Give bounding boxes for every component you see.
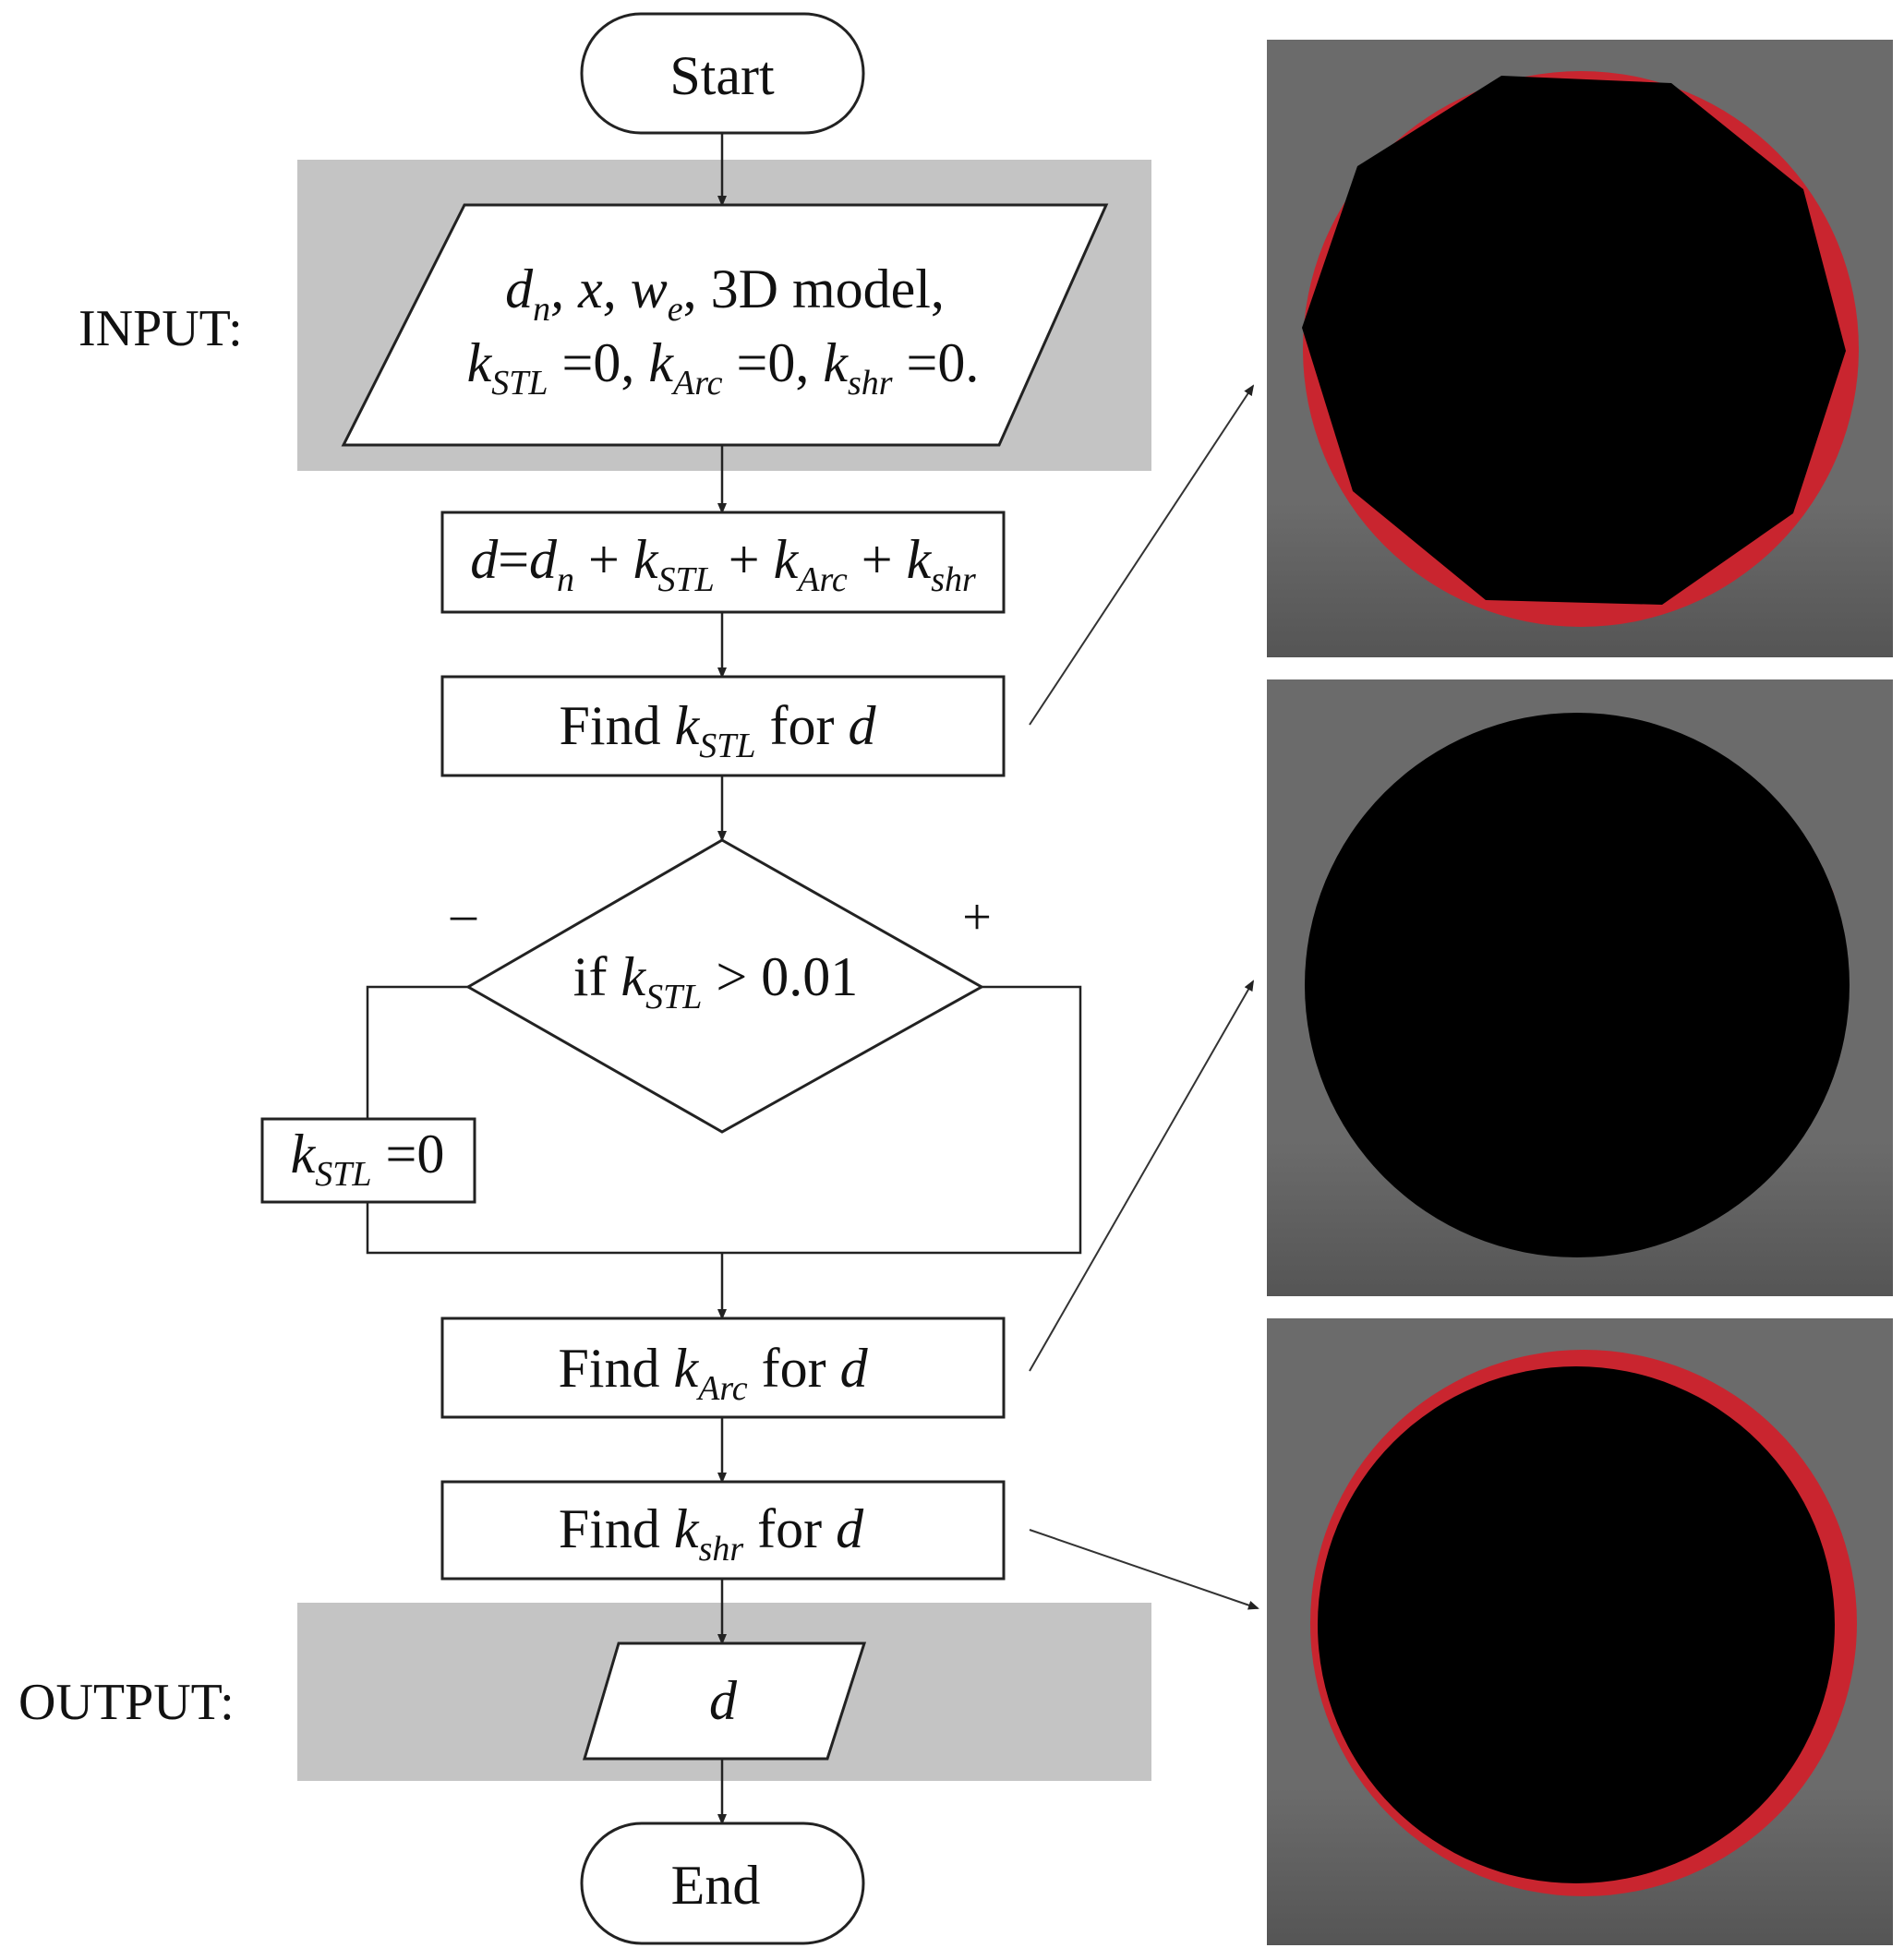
formula-box [440,511,1006,614]
arc-panel [1267,679,1893,1296]
arc-part-circle [1305,713,1850,1257]
branch-minus-label: – [450,885,477,943]
find-karc-text: Find kArc for d [558,1338,868,1408]
reset-kstl-text: kSTL =0 [291,1124,445,1194]
pointer-stl [1029,384,1255,726]
find-kshr-text: Find kshr for d [559,1498,864,1569]
stl-polygon [1302,76,1846,605]
find-kstl-text: Find kSTL for d [560,695,877,765]
find-kstl-box [440,675,1006,777]
output-label: OUTPUT: [18,1674,235,1731]
find-karc-box [440,1317,1006,1419]
plus-branch-line [722,985,1082,1255]
pointer-arc [1029,980,1254,1372]
shr-panel [1267,1318,1893,1945]
decision-diamond [464,838,985,1134]
pointer-shr [1029,1529,1259,1610]
connectors [366,133,1082,1825]
input-line-1: dn, x, we, 3D model, [505,259,945,329]
input-line-2: kSTL =0, kArc =0, kshr =0. [467,332,980,403]
find-kshr-box [440,1480,1006,1581]
start-terminal [580,12,865,135]
end-terminal [580,1822,865,1945]
shr-inner-circle [1318,1366,1835,1883]
stl-panel [1267,40,1893,657]
formula-text: d=dn + kSTL + kArc + kshr [470,529,976,599]
output-parallelogram [582,1641,867,1761]
input-label: INPUT: [78,300,243,357]
branch-plus-label: + [962,889,992,946]
panel-pointers [1029,384,1259,1610]
output-text: d [709,1670,738,1731]
reset-kstl-box [260,1117,476,1204]
input-parallelogram [341,203,1109,447]
end-label: End [671,1855,761,1916]
decision-text: if kSTL > 0.01 [573,946,858,1016]
start-label: Start [669,45,775,106]
